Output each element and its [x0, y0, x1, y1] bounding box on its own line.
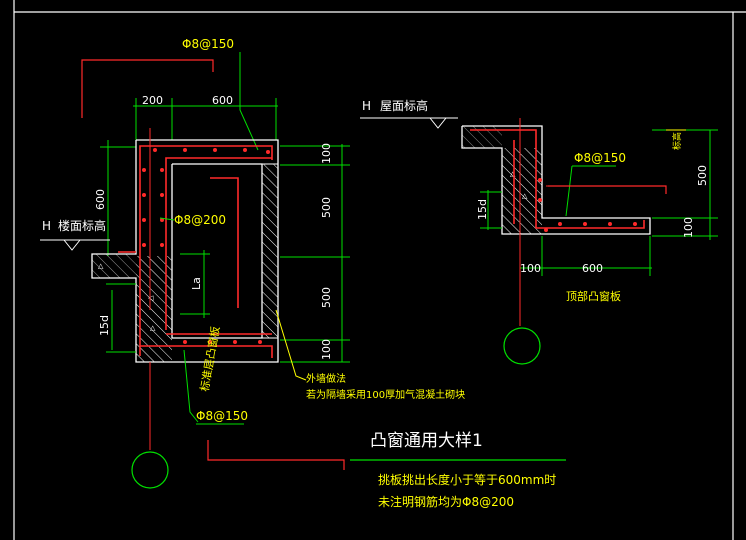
left-top-red-frame-line: [81, 59, 214, 118]
right-vertical-dimensions: 500 100 标高: [652, 129, 718, 240]
right-board-label: 顶部凸窗板: [566, 289, 621, 303]
drawing-title: 凸窗通用大样1: [370, 431, 483, 451]
title-note-line1: 挑板挑出长度小于等于600mm时: [378, 472, 556, 487]
title-block: 凸窗通用大样1 挑板挑出长度小于等于600mm时 未注明钢筋均为Φ8@200: [350, 431, 566, 509]
roof-mark-h: H: [362, 99, 371, 113]
bottom-board-leader: [183, 349, 199, 423]
svg-text:△: △: [510, 170, 516, 178]
right-axis-bubble: [503, 327, 541, 365]
wall-note-leader: [275, 309, 307, 381]
left-inner-rebar-leader: [159, 217, 175, 221]
right-top-window-detail: H 屋面标高 △ △ Φ8@150: [360, 98, 718, 365]
bottom-rebar-label: Φ8@150: [196, 409, 248, 423]
left-concrete-section: ◁ △ △: [91, 139, 279, 363]
right-15d-dimension: 15d: [476, 190, 502, 230]
bottom-board-label: 标准层凸窗板: [197, 325, 222, 392]
svg-text:△: △: [98, 262, 104, 270]
dim-top-200: 200: [142, 94, 163, 107]
svg-text:△: △: [522, 192, 528, 200]
dim-top-600: 600: [212, 94, 233, 107]
right-bottom-dimensions: 100 600: [520, 236, 652, 276]
left-rebar: [118, 128, 273, 358]
right-vertical-tag: 标高: [671, 132, 683, 150]
dim-bottom-600: 600: [582, 262, 603, 275]
right-rebar: [470, 118, 645, 258]
left-15d-label: 15d: [98, 315, 111, 336]
right-concrete-section: △ △: [461, 125, 651, 235]
floor-mark-h: H: [42, 219, 51, 233]
floor-label: 楼面标高: [58, 218, 106, 233]
dim-right-500: 500: [696, 165, 709, 186]
left-top-rebar-leader: [239, 52, 259, 151]
dim-right-500-a: 500: [320, 197, 333, 218]
dim-left-600: 600: [94, 189, 107, 210]
dim-right-100-top: 100: [320, 143, 333, 164]
svg-text:◁: ◁: [148, 294, 154, 302]
roof-label: 屋面标高: [380, 98, 428, 113]
left-bottom-red-frame-line: [207, 440, 345, 470]
left-inner-rebar-label: Φ8@200: [174, 213, 226, 227]
dim-right-100-bottom: 100: [320, 339, 333, 360]
right-rebar-label: Φ8@150: [574, 151, 626, 165]
drawing-frame: [13, 0, 746, 540]
wall-note-2: 若为隔墙采用100厚加气混凝土砌块: [306, 388, 465, 401]
left-axis-bubble: [131, 451, 169, 489]
floor-elevation-mark: H 楼面标高: [40, 218, 110, 251]
dim-right-500-b: 500: [320, 287, 333, 308]
la-dimension: La: [180, 250, 210, 318]
la-label: La: [190, 277, 203, 290]
right-red-frame-line: [548, 185, 667, 194]
title-note-line2: 未注明钢筋均为Φ8@200: [378, 494, 514, 509]
left-vertical-dimension: 600: [94, 140, 136, 256]
left-right-dimensions: 100 500 500 100: [280, 143, 350, 363]
left-15d-dimension: 15d: [98, 283, 136, 353]
left-bay-window-detail: Φ8@150 200 600 600 H 楼面标高: [40, 37, 465, 489]
right-15d-label: 15d: [476, 199, 489, 220]
svg-text:△: △: [150, 324, 156, 332]
dim-right-100: 100: [682, 217, 695, 238]
dim-bottom-100: 100: [520, 262, 541, 275]
left-top-rebar-label: Φ8@150: [182, 37, 234, 51]
wall-note-1: 外墙做法: [306, 372, 346, 385]
left-top-dimensions: 200 600: [133, 94, 278, 140]
